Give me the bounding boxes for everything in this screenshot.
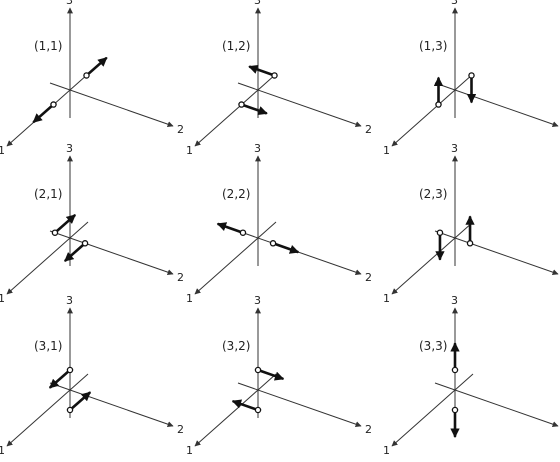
axis-1-label: 1 <box>383 292 390 305</box>
panel-2-3: 312(2,3) <box>383 142 559 305</box>
face-point <box>254 366 262 374</box>
panel-3-1: 3 1 2 (3,1) <box>0 294 184 457</box>
axis-3-label: 3 <box>451 294 458 307</box>
axis-2-label: 2 <box>177 123 184 136</box>
face-point <box>66 366 74 374</box>
axis-2-line <box>49 382 174 428</box>
panel-label: (3,3) <box>419 339 447 353</box>
axis-1-label: 1 <box>186 144 193 157</box>
face-point <box>83 72 90 79</box>
face-point <box>435 101 442 108</box>
traction-vector <box>68 391 91 412</box>
traction-vector <box>85 57 108 77</box>
traction-vector <box>271 241 300 254</box>
axis-2-label: 2 <box>177 271 184 284</box>
axis-1-line <box>194 73 277 147</box>
panel-1-3: 312(1,3) <box>383 0 559 157</box>
axis-1-line <box>6 373 89 447</box>
face-point <box>51 229 59 236</box>
panel-1-2: 3 1 2 (1,2) <box>186 0 372 157</box>
traction-vector <box>248 64 276 77</box>
face-point <box>81 240 89 247</box>
panel-1-1: 3 1 2 (1,1) <box>0 0 184 157</box>
axis-1-line <box>391 221 474 295</box>
panel-label: (3,1) <box>34 339 62 353</box>
axis-3-label: 3 <box>451 0 458 7</box>
axis-2-label: 2 <box>177 423 184 436</box>
face-point <box>466 240 474 247</box>
axis-1-label: 1 <box>383 444 390 457</box>
panel-label: (1,2) <box>222 39 250 53</box>
axis-2-line <box>49 230 174 276</box>
traction-vector <box>216 222 245 235</box>
panel-label: (3,2) <box>222 339 250 353</box>
face-point <box>269 240 277 247</box>
axis-1-line <box>391 373 474 447</box>
traction-vector <box>240 103 268 116</box>
face-point <box>66 406 74 414</box>
face-point <box>254 406 262 414</box>
panel-label: (2,2) <box>222 187 250 201</box>
axis-2-line <box>237 82 362 128</box>
axis-3-label: 3 <box>66 294 73 307</box>
panel-2-1: 3 1 2 (2,1) <box>0 142 184 305</box>
axis-3-label: 3 <box>451 142 458 155</box>
face-point <box>451 366 459 374</box>
face-point <box>451 406 459 414</box>
axis-2-line <box>237 230 362 276</box>
axis-2-label: 2 <box>365 123 372 136</box>
axis-1-line <box>391 73 474 147</box>
panel-label: (2,1) <box>34 187 62 201</box>
panel-2-2: 3 1 2 (2,2) <box>186 142 372 305</box>
axis-3-label: 3 <box>66 142 73 155</box>
axis-1-label: 1 <box>186 444 193 457</box>
axis-1-label: 1 <box>186 292 193 305</box>
traction-vector <box>49 368 72 389</box>
axis-2-line <box>434 382 559 428</box>
axis-3-label: 3 <box>254 142 261 155</box>
axis-2-line <box>434 82 559 128</box>
axis-1-line <box>194 221 277 295</box>
panel-3-3: 312(3,3) <box>383 294 559 457</box>
traction-vector <box>231 399 260 412</box>
panel-label: (1,1) <box>34 39 62 53</box>
face-point <box>468 72 475 79</box>
panel-label: (1,3) <box>419 39 447 53</box>
axis-3-label: 3 <box>254 294 261 307</box>
traction-vector <box>32 103 55 123</box>
axis-1-line <box>6 221 89 295</box>
face-point <box>50 101 57 108</box>
axis-2-label: 2 <box>365 271 372 284</box>
traction-vector <box>53 214 76 235</box>
axis-2-line <box>434 230 559 276</box>
face-point <box>271 72 278 79</box>
axis-1-line <box>194 373 277 447</box>
axis-1-label: 1 <box>0 144 5 157</box>
axis-1-label: 1 <box>383 144 390 157</box>
traction-vector <box>64 241 87 262</box>
traction-vector <box>256 368 285 381</box>
axis-1-label: 1 <box>0 444 5 457</box>
face-point <box>436 229 444 236</box>
face-point <box>238 101 245 108</box>
panel-label: (2,3) <box>419 187 447 201</box>
axis-1-label: 1 <box>0 292 5 305</box>
axis-2-line <box>237 382 362 428</box>
axis-2-label: 2 <box>365 423 372 436</box>
face-point <box>239 229 247 236</box>
panel-3-2: 3 1 2 (3,2) <box>186 294 372 457</box>
axis-3-label: 3 <box>66 0 73 7</box>
axis-2-line <box>49 82 174 128</box>
axis-3-label: 3 <box>254 0 261 7</box>
